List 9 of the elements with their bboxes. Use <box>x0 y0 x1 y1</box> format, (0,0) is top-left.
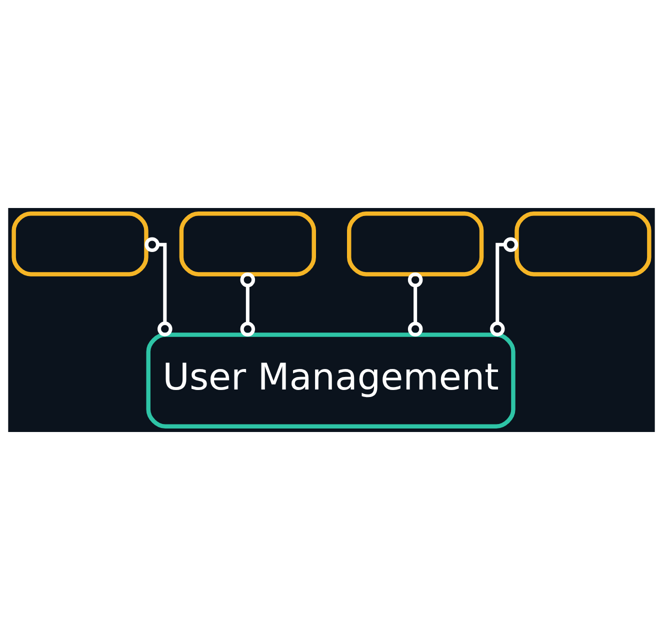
node-box <box>179 212 316 276</box>
connector <box>144 237 172 336</box>
node-box <box>347 212 484 276</box>
connector <box>490 237 518 336</box>
connector <box>240 272 256 336</box>
node-box <box>12 212 148 276</box>
node-box: User Management <box>146 332 516 428</box>
node-box <box>514 212 652 276</box>
connector <box>408 272 423 336</box>
